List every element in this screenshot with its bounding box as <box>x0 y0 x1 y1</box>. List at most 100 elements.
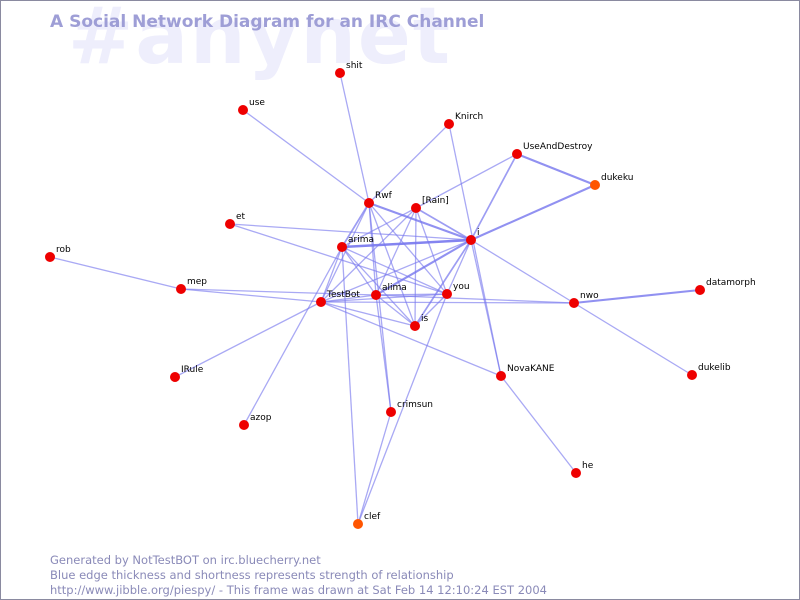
edge-Rain-TestBot <box>320 207 417 303</box>
node-label-Rain: [Rain] <box>422 196 449 206</box>
node-mep: mep <box>176 277 207 294</box>
node-dot-Knirch <box>444 119 454 129</box>
edge-Rwf-is <box>368 202 416 327</box>
edge-layer <box>49 72 701 525</box>
edge-nwo-dukelib <box>573 302 693 376</box>
edge-et-you <box>229 223 448 295</box>
edge-TestBot-nwo <box>320 301 575 304</box>
node-label-nwo: nwo <box>580 291 599 301</box>
node-azop: azop <box>239 413 272 430</box>
node-datamorph: datamorph <box>695 278 756 295</box>
edge-UseAndDestroy-i <box>470 153 518 241</box>
node-NovaKANE: NovaKANE <box>496 364 555 381</box>
edge-arima-clef <box>341 246 359 525</box>
node-alima: alima <box>371 283 407 300</box>
node-dot-azop <box>239 420 249 430</box>
node-label-dukelib: dukelib <box>698 363 731 373</box>
node-label-he: he <box>582 461 594 471</box>
node-dot-IRule <box>170 372 180 382</box>
edge-UseAndDestroy-Rain <box>415 153 518 209</box>
node-Rwf: Rwf <box>364 191 393 208</box>
node-label-arima: arima <box>348 235 374 245</box>
edge-you-clef <box>357 293 448 525</box>
node-UseAndDestroy: UseAndDestroy <box>512 142 593 159</box>
node-label-mep: mep <box>187 277 207 287</box>
node-dot-datamorph <box>695 285 705 295</box>
edge-Rain-alima <box>375 207 417 296</box>
node-label-IRule: IRule <box>181 365 204 375</box>
edge-Rain-i <box>415 207 472 241</box>
node-label-alima: alima <box>382 283 407 293</box>
node-label-Knirch: Knirch <box>455 112 483 122</box>
node-dot-arima <box>337 242 347 252</box>
edge-NovaKANE-he <box>500 375 577 474</box>
edge-UseAndDestroy-dukeku <box>516 153 596 186</box>
channel-watermark: #anynet <box>68 0 453 82</box>
node-is: is <box>410 314 429 331</box>
node-nwo: nwo <box>569 291 599 308</box>
node-TestBot: TestBot <box>316 290 360 307</box>
edge-use-Rwf <box>242 109 370 204</box>
node-dukelib: dukelib <box>687 363 731 380</box>
edge-mep-TestBot <box>180 288 322 303</box>
edge-Rain-is <box>414 207 417 327</box>
node-arima: arima <box>337 235 374 252</box>
node-dot-you <box>442 289 452 299</box>
edge-you-is <box>414 293 448 327</box>
node-label-dukeku: dukeku <box>601 173 633 183</box>
node-label-clef: clef <box>364 512 381 522</box>
node-dot-rob <box>45 252 55 262</box>
node-dot-UseAndDestroy <box>512 149 522 159</box>
node-he: he <box>571 461 594 478</box>
edge-i-is <box>414 239 472 327</box>
node-Knirch: Knirch <box>444 112 483 129</box>
node-label-Rwf: Rwf <box>375 191 393 201</box>
edge-arima-alima <box>341 246 377 296</box>
node-crimsun: crimsun <box>386 400 433 417</box>
edge-dukeku-i <box>470 184 596 241</box>
footer-legend-note: Blue edge thickness and shortness repres… <box>50 568 454 582</box>
edge-i-you <box>446 239 472 295</box>
node-label-et: et <box>236 212 246 222</box>
edge-Rwf-crimsun <box>368 202 392 413</box>
node-Rain: [Rain] <box>411 196 449 213</box>
edge-nwo-datamorph <box>573 288 701 305</box>
node-dot-NovaKANE <box>496 371 506 381</box>
node-dot-nwo <box>569 298 579 308</box>
node-label-datamorph: datamorph <box>706 278 756 288</box>
node-label-NovaKANE: NovaKANE <box>507 364 555 374</box>
node-et: et <box>225 212 246 229</box>
node-label-i: i <box>477 228 480 238</box>
edge-Rain-you <box>415 207 448 295</box>
node-dot-Rwf <box>364 198 374 208</box>
node-dot-he <box>571 468 581 478</box>
node-dot-is <box>410 321 420 331</box>
node-dot-i <box>466 235 476 245</box>
node-label-rob: rob <box>56 245 71 255</box>
node-label-azop: azop <box>250 413 272 423</box>
edge-arima-azop <box>243 246 343 426</box>
edge-i-alima <box>375 239 472 296</box>
node-label-shit: shit <box>346 61 363 71</box>
node-dot-mep <box>176 284 186 294</box>
edge-et-i <box>229 223 472 241</box>
node-dot-TestBot <box>316 297 326 307</box>
node-use: use <box>238 98 265 115</box>
node-dot-shit <box>335 68 345 78</box>
edge-alima-crimsun <box>375 294 392 413</box>
node-rob: rob <box>45 245 71 262</box>
node-dot-clef <box>353 519 363 529</box>
node-dot-use <box>238 105 248 115</box>
edge-i-NovaKANE <box>470 239 502 377</box>
edge-Knirch-Rwf <box>368 123 450 204</box>
edge-Rwf-i <box>368 202 472 241</box>
edge-crimsun-clef <box>357 411 392 525</box>
edge-rob-mep <box>49 256 182 290</box>
node-label-TestBot: TestBot <box>326 290 360 300</box>
node-dot-Rain <box>411 203 421 213</box>
edge-TestBot-is <box>320 301 416 327</box>
edge-TestBot-NovaKANE <box>320 301 502 377</box>
edge-Rwf-arima <box>341 202 370 248</box>
edge-alima-nwo <box>375 294 575 304</box>
